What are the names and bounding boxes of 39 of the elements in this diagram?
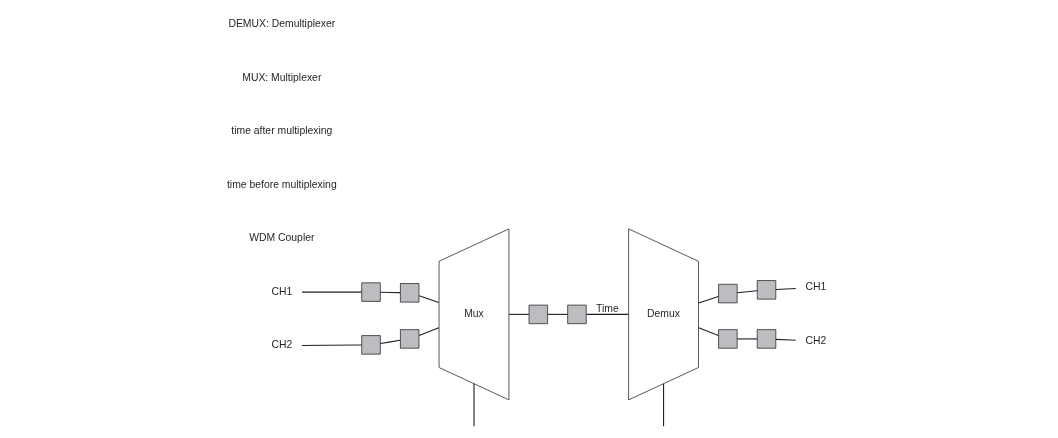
node-text: CH1 [271, 285, 293, 297]
connector [418, 327, 440, 337]
node-text: CH2 [271, 339, 293, 351]
connector [508, 313, 530, 315]
node-box [361, 282, 381, 302]
connector [301, 344, 363, 346]
node-box [400, 329, 420, 349]
label: WDM Coupler [249, 232, 315, 244]
label: MUX: Multiplexer [242, 71, 322, 83]
node-box [756, 329, 777, 349]
connector [585, 313, 630, 315]
connector [418, 295, 440, 304]
connector [379, 339, 401, 345]
node-text: CH1 [805, 281, 827, 293]
connector [736, 290, 758, 294]
node-box [756, 280, 777, 300]
label: time before multiplexing [226, 178, 337, 190]
connector [775, 338, 797, 341]
node-box [718, 329, 738, 349]
node-box: Demux [628, 228, 699, 401]
node-box [400, 283, 420, 303]
connector [698, 295, 719, 304]
connector [775, 288, 797, 290]
label: DEMUX: Demultiplexer [228, 18, 336, 30]
connector [698, 327, 719, 337]
label: time after multiplexing [231, 125, 333, 137]
connector [663, 383, 665, 427]
node-box: Mux [438, 228, 510, 401]
node-box [718, 283, 738, 304]
connector [547, 313, 569, 315]
node-text: CH2 [805, 334, 827, 346]
connector [379, 291, 401, 294]
edge-label: Time [596, 302, 619, 314]
node-box [361, 335, 381, 355]
node-box [528, 304, 548, 325]
connector [736, 338, 758, 340]
connector [301, 291, 363, 293]
connector [473, 383, 475, 427]
node-box [567, 304, 587, 325]
